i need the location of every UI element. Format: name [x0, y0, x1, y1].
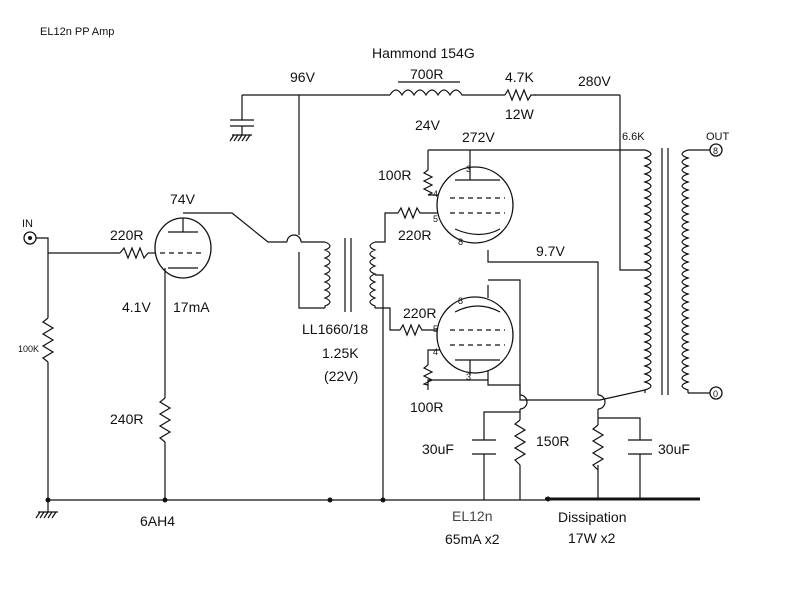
cathode-voltage-label: 9.7V [536, 243, 565, 259]
secondary-top-wire [375, 212, 398, 243]
interstage-primary-coil [323, 241, 331, 308]
junction-dot [45, 497, 51, 503]
interstage-drop-label: (22V) [324, 368, 358, 384]
cathode-crossover-2 [519, 394, 528, 410]
resistor-100k [41, 317, 55, 363]
resistor-220r-input [119, 246, 149, 260]
driver-tube-label: 6AH4 [140, 513, 175, 529]
input-grid-res-label: 220R [110, 227, 143, 243]
junction-dot [545, 496, 551, 502]
choke-coil [389, 89, 465, 97]
driver-plate-wire [183, 212, 287, 243]
resistor-240r [158, 397, 172, 443]
junction-dot [327, 497, 333, 503]
out-tap-8-label: 8 [713, 146, 718, 156]
grid-leak-label: 100K [18, 344, 39, 354]
out-tap-0-label: 0 [713, 389, 718, 399]
right-cap-wire [598, 417, 641, 440]
bplus-to-ct-wire [619, 95, 645, 271]
output-xfmr-label: 6.6K [622, 131, 645, 143]
input-jack-center [28, 236, 32, 240]
pin-label: 3 [466, 164, 471, 174]
pin-label: 8 [458, 237, 463, 247]
pin-label: 8 [458, 296, 463, 306]
pin-label: 5 [433, 324, 438, 334]
pin-label: 3 [466, 372, 471, 382]
driver-cathode-v-label: 4.1V [122, 299, 151, 315]
g2-bottom-link [427, 349, 488, 390]
pin-label: 4 [433, 189, 438, 199]
cathode-crossover [597, 394, 606, 410]
output-cathode-res-label: 150R [536, 433, 569, 449]
junction-dot [162, 497, 168, 503]
pin-label: 4 [433, 347, 438, 357]
out-terminal-8 [709, 143, 723, 157]
secondary-bottom-wire [375, 307, 400, 331]
interstage-secondary-coil [369, 241, 377, 308]
output-secondary-coil [681, 149, 690, 393]
output-tube-bottom [436, 296, 514, 374]
bottom-cathode-wire [487, 360, 521, 395]
top-cathode-electrode [454, 228, 501, 236]
bottom-cathode-electrode [454, 305, 501, 313]
bottom-plate-to-xfmr [599, 389, 646, 401]
wire-crossover [286, 234, 302, 243]
out-label: OUT [706, 131, 730, 143]
plate-voltage-label: 272V [462, 129, 495, 145]
dissipation-value-label: 17W x2 [568, 530, 616, 546]
driver-plate-v-label: 74V [170, 191, 196, 207]
bplus-label: 280V [578, 73, 611, 89]
schematic-title: EL12n PP Amp [40, 26, 114, 38]
g2-res-bottom-label: 100R [410, 399, 443, 415]
resistor-right [591, 424, 605, 471]
out-terminal-0 [709, 386, 723, 400]
ground-symbol-1 [229, 134, 252, 142]
choke-drop-label: 24V [415, 117, 441, 133]
interstage-label: LL1660/18 [302, 321, 368, 337]
grid-stop-bottom-label: 220R [403, 305, 436, 321]
choke-name-label: Hammond 154G [372, 45, 475, 61]
grid-stop-top-label: 220R [398, 227, 431, 243]
choke-res-label: 700R [410, 66, 443, 82]
resistor-100r-top [422, 169, 434, 196]
interstage-res-label: 1.25K [322, 345, 359, 361]
input-jack-wire [36, 237, 49, 253]
primary-bottom-wire [298, 252, 325, 309]
dissipation-label: Dissipation [558, 509, 626, 525]
cap-left-label: 30uF [422, 441, 454, 457]
top-cathode-wire [487, 250, 599, 395]
resistor-220r-top [397, 206, 423, 220]
cap-right-label: 30uF [658, 441, 690, 457]
resistor-150r [513, 419, 527, 466]
output-tube-label: EL12n [452, 508, 492, 524]
driver-cathode-res-label: 240R [110, 411, 143, 427]
ground-symbol-2 [35, 500, 58, 519]
resistor-100r-bottom [422, 364, 434, 386]
secondary-ct-wire [375, 274, 384, 500]
drop-res-label: 4.7K [505, 69, 534, 85]
junction-dot [380, 497, 386, 503]
drop-watt-label: 12W [505, 106, 535, 122]
left-cap-wire [483, 409, 521, 440]
bottom-plate-wire [488, 279, 600, 401]
supply-96v-label: 96V [290, 69, 316, 85]
driver-current-label: 17mA [173, 299, 210, 315]
pin-label: 5 [433, 214, 438, 224]
output-current-label: 65mA x2 [445, 531, 500, 547]
input-label: IN [22, 218, 33, 230]
output-primary-coil [643, 149, 652, 393]
resistor-4k7 [504, 88, 536, 102]
g2-res-top-label: 100R [378, 167, 411, 183]
resistor-220r-bottom [399, 323, 425, 337]
output-tube-top [436, 166, 514, 244]
